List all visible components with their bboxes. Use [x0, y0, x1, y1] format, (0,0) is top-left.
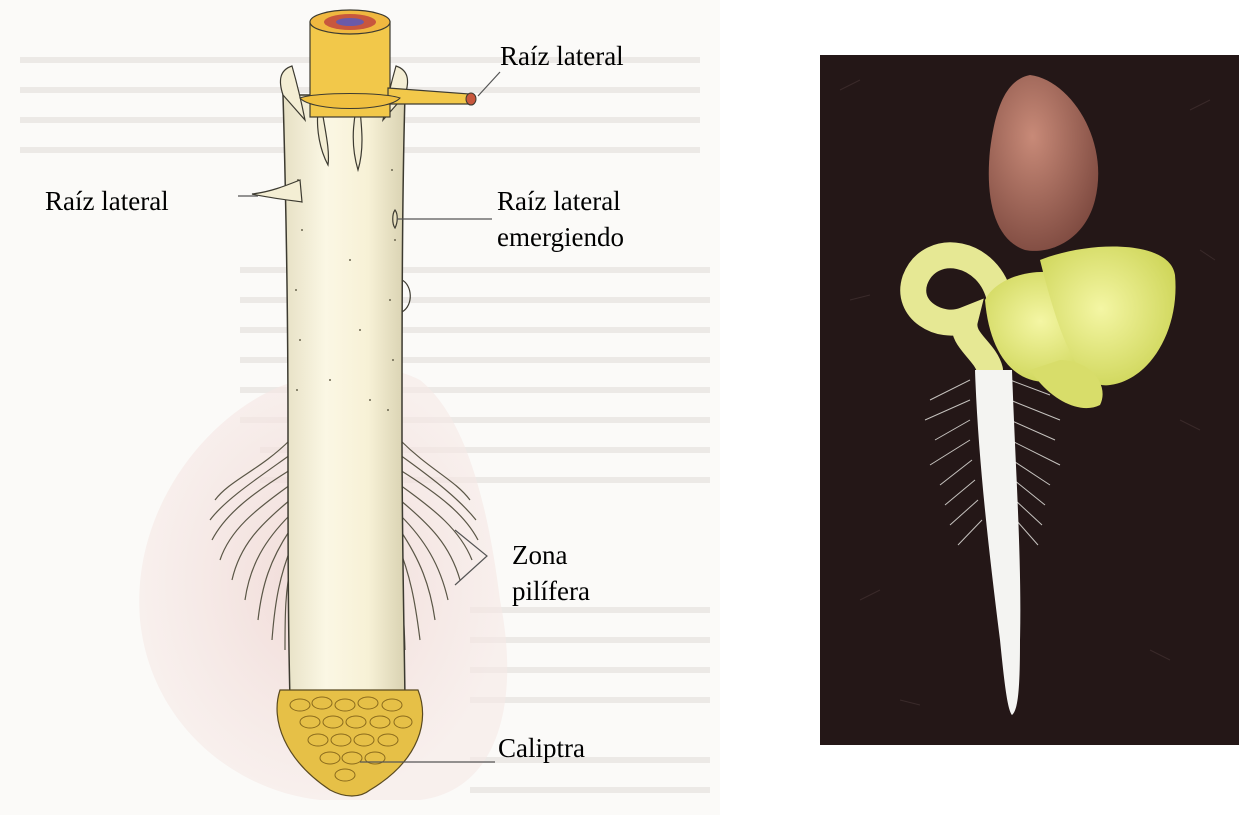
stele-center	[336, 18, 364, 26]
label-root-cap-text: Caliptra	[498, 730, 585, 766]
lateral-root-top-tip	[466, 93, 476, 105]
label-emerging-lateral-root: Raíz lateral emergiendo	[497, 183, 624, 255]
label-hair-zone-line1: Zona	[512, 537, 590, 573]
label-lateral-root-left: Raíz lateral	[45, 183, 169, 219]
label-emerging-line2: emergiendo	[497, 219, 624, 255]
label-root-cap: Caliptra	[498, 730, 585, 766]
label-hair-zone-line2: pilífera	[512, 573, 590, 609]
label-lateral-root-left-text: Raíz lateral	[45, 183, 169, 219]
label-emerging-line1: Raíz lateral	[497, 183, 624, 219]
primary-root-body	[283, 95, 405, 700]
label-lateral-root-top: Raíz lateral	[500, 38, 624, 74]
lateral-root-emerging	[393, 210, 398, 228]
label-lateral-root-top-text: Raíz lateral	[500, 38, 624, 74]
label-hair-zone: Zona pilífera	[512, 537, 590, 609]
